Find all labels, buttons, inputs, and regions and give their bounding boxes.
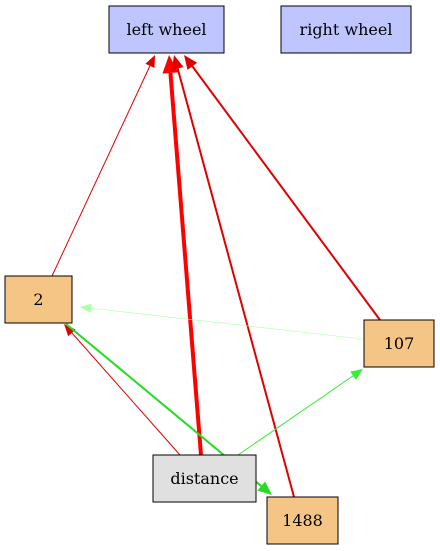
node-1488-label: 1488 xyxy=(282,511,323,530)
node-1488: 1488 xyxy=(266,496,339,545)
edge-n107-to-n2 xyxy=(91,307,364,340)
node-2-label: 2 xyxy=(33,290,43,309)
node-right-wheel-box xyxy=(280,5,412,54)
node-107: 107 xyxy=(363,319,435,368)
arrowhead-n2-to-left xyxy=(145,55,155,68)
edge-distance-to-n2 xyxy=(71,332,181,456)
node-right-wheel: right wheel xyxy=(280,5,412,54)
arrowhead-n1488-to-left xyxy=(171,55,184,71)
node-distance-box xyxy=(152,454,257,503)
arrowhead-distance-to-n2 xyxy=(64,324,76,337)
node-1488-box xyxy=(266,496,339,545)
node-distance: distance xyxy=(152,454,257,503)
node-107-label: 107 xyxy=(384,334,415,353)
arrowhead-n2-to-n1488 xyxy=(257,481,272,495)
node-left-wheel-label: left wheel xyxy=(126,20,206,39)
edge-n2-to-left xyxy=(51,65,151,277)
edges-layer xyxy=(51,55,381,498)
edge-n1488-to-left xyxy=(176,68,295,498)
edge-distance-to-n107 xyxy=(237,375,354,456)
node-2-box xyxy=(4,275,73,324)
arrowhead-n107-to-left xyxy=(184,55,198,70)
edge-n107-to-left xyxy=(191,65,381,321)
node-2: 2 xyxy=(4,275,73,324)
node-left-wheel: left wheel xyxy=(108,5,225,54)
node-right-wheel-label: right wheel xyxy=(300,20,393,39)
edge-distance-to-left xyxy=(168,72,203,456)
node-left-wheel-box xyxy=(108,5,225,54)
arrowhead-n107-to-n2 xyxy=(80,303,92,313)
node-distance-label: distance xyxy=(170,469,238,488)
node-107-box xyxy=(363,319,435,368)
arrowhead-distance-to-n107 xyxy=(350,369,363,380)
